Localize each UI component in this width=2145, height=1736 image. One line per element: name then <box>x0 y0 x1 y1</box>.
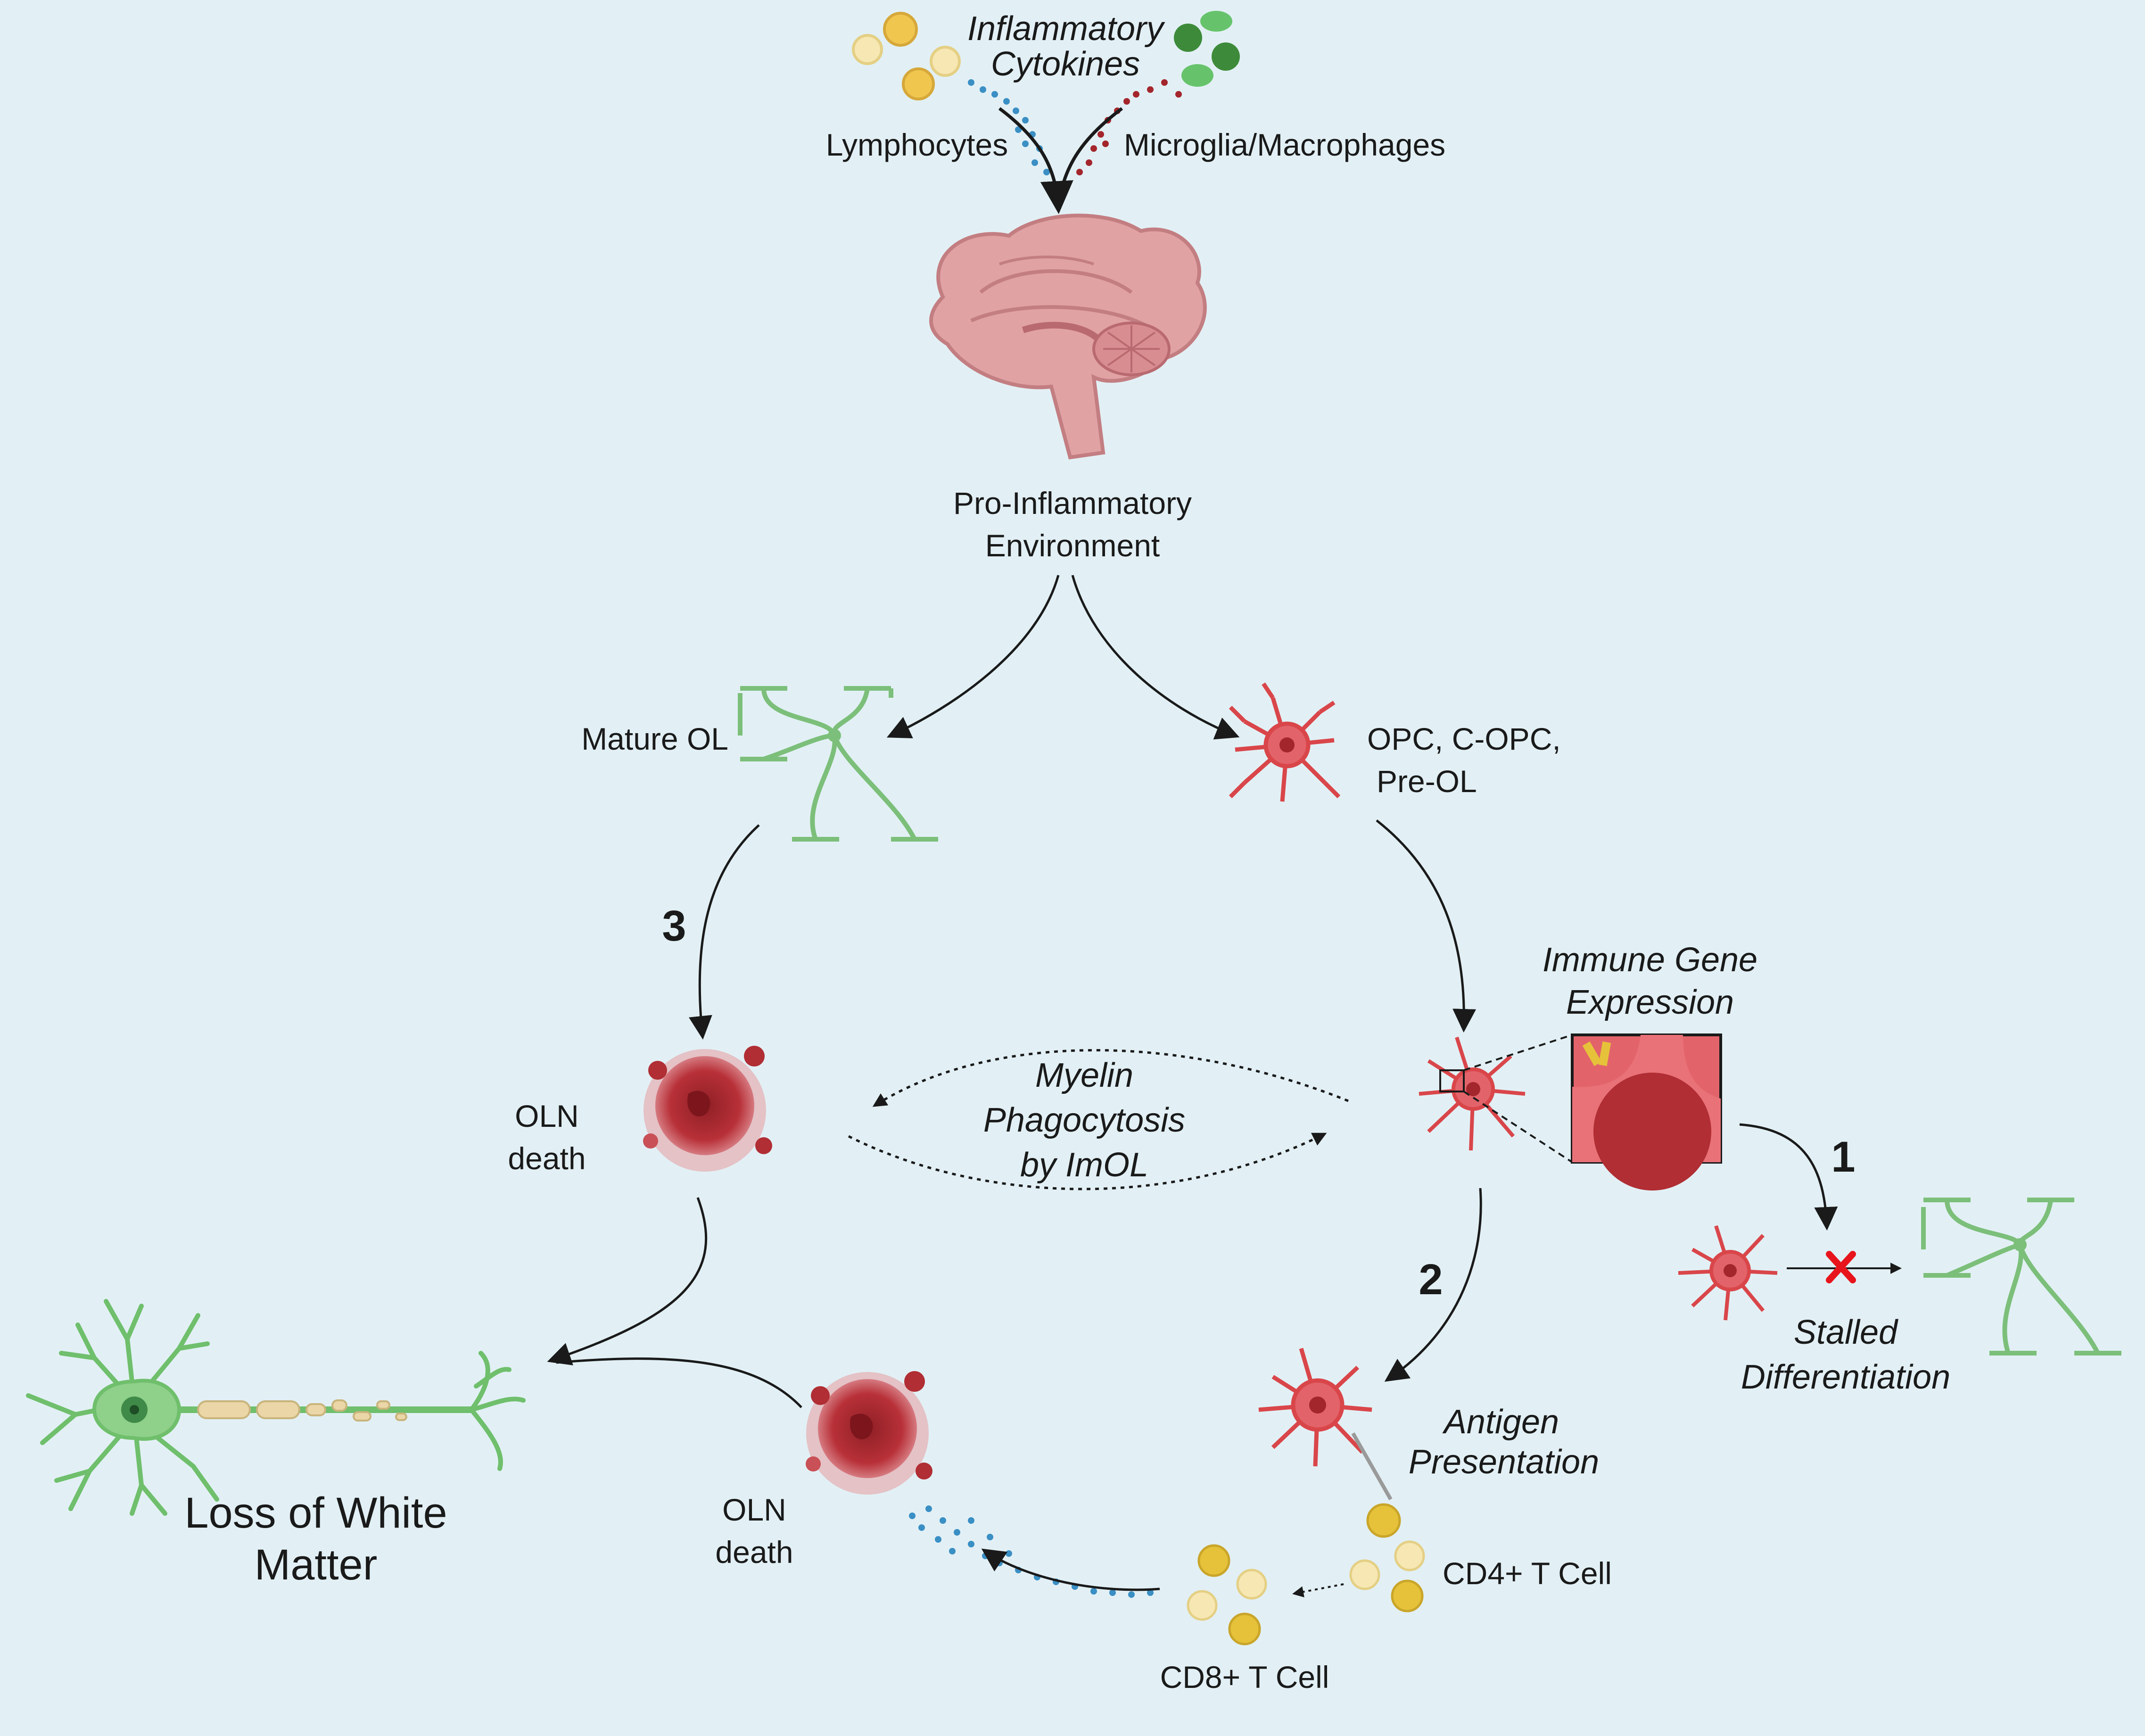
step2-arrow <box>1384 1188 1482 1382</box>
immune-gene-zoom-inset <box>1571 1033 1722 1190</box>
cytokine-dots-red <box>1076 79 1182 175</box>
blocked-x-icon <box>1826 1251 1856 1283</box>
cd8-tcells-icon <box>1187 1544 1267 1645</box>
myelin-label-1: Myelin <box>1035 1057 1133 1094</box>
pro-inflammatory-label-1: Pro-Inflammatory <box>953 486 1192 521</box>
white-matter-label-1: Loss of White <box>184 1489 447 1537</box>
step1-number: 1 <box>1831 1133 1855 1181</box>
stalled-mature-ol-icon <box>1921 1198 2121 1356</box>
stalled-label-1: Stalled <box>1794 1314 1898 1351</box>
myelin-label-3: by ImOL <box>1020 1146 1148 1184</box>
lymphocytes-label: Lymphocytes <box>826 127 1008 162</box>
step3-arrow <box>689 824 760 1040</box>
stalled-opc-icon <box>1678 1225 1778 1321</box>
white-matter-label-2: Matter <box>255 1541 378 1589</box>
zoom-box-small <box>1439 1069 1465 1092</box>
antigen-label-1: Antigen <box>1442 1403 1559 1441</box>
opc-to-imol-arrow <box>1376 819 1477 1033</box>
microglia-label: Microglia/Macrophages <box>1124 127 1445 162</box>
imol-cell-icon <box>1419 1036 1526 1151</box>
mature-ol-label: Mature OL <box>581 721 728 756</box>
step3-number: 3 <box>662 902 686 950</box>
oln-death-bottom-1: OLN <box>722 1492 786 1527</box>
myelin-sheath-fragments <box>197 1399 407 1422</box>
cytotoxic-granule-dots <box>909 1505 1154 1598</box>
antigen-label-2: Presentation <box>1409 1443 1599 1481</box>
cytokine-converging-arrow <box>998 107 1123 214</box>
cd8-to-death-arrow <box>981 1548 1160 1591</box>
lymphocyte-cells <box>852 12 961 100</box>
zoom-dashed-lines <box>1463 1034 1573 1163</box>
opc-label-1: OPC, C-OPC, <box>1367 721 1561 756</box>
oln-death-left-2: death <box>508 1141 586 1176</box>
cd4-tcells-icon <box>1349 1503 1425 1612</box>
step1-arrow <box>1739 1123 1838 1231</box>
oln-death-bottom-2: death <box>715 1535 793 1570</box>
neuron-soma <box>92 1379 182 1441</box>
oln-death-left-icon <box>643 1046 772 1172</box>
brain-icon <box>929 214 1207 460</box>
immune-gene-label-1: Immune Gene <box>1543 941 1757 979</box>
antigen-presenting-cell-icon <box>1258 1347 1372 1467</box>
opc-cell-icon <box>1229 682 1341 802</box>
cytokines-label-1: Inflammatory <box>967 10 1165 48</box>
myelin-phagocytosis-arrows <box>848 1049 1349 1190</box>
tcr-contact-line <box>1351 1432 1393 1500</box>
brain-split-arrows <box>886 575 1240 740</box>
pro-inflammatory-label-2: Environment <box>985 528 1160 563</box>
cd8-label: CD8+ T Cell <box>1160 1660 1329 1695</box>
oln-death-left-1: OLN <box>515 1099 579 1133</box>
cd4-label: CD4+ T Cell <box>1443 1556 1612 1591</box>
white-matter-arrows <box>547 1197 802 1408</box>
microglia-cells <box>1174 11 1240 87</box>
stalled-label-2: Differentiation <box>1741 1358 1950 1396</box>
opc-label-2: Pre-OL <box>1377 764 1477 799</box>
mature-ol-icon <box>738 686 938 842</box>
oln-death-bottom-icon <box>806 1371 932 1495</box>
myelin-label-2: Phagocytosis <box>983 1101 1185 1139</box>
step2-number: 2 <box>1419 1256 1443 1304</box>
cytokines-label-2: Cytokines <box>991 45 1140 83</box>
cd4-to-cd8-arrow <box>1292 1583 1344 1598</box>
immune-gene-label-2: Expression <box>1566 984 1734 1021</box>
